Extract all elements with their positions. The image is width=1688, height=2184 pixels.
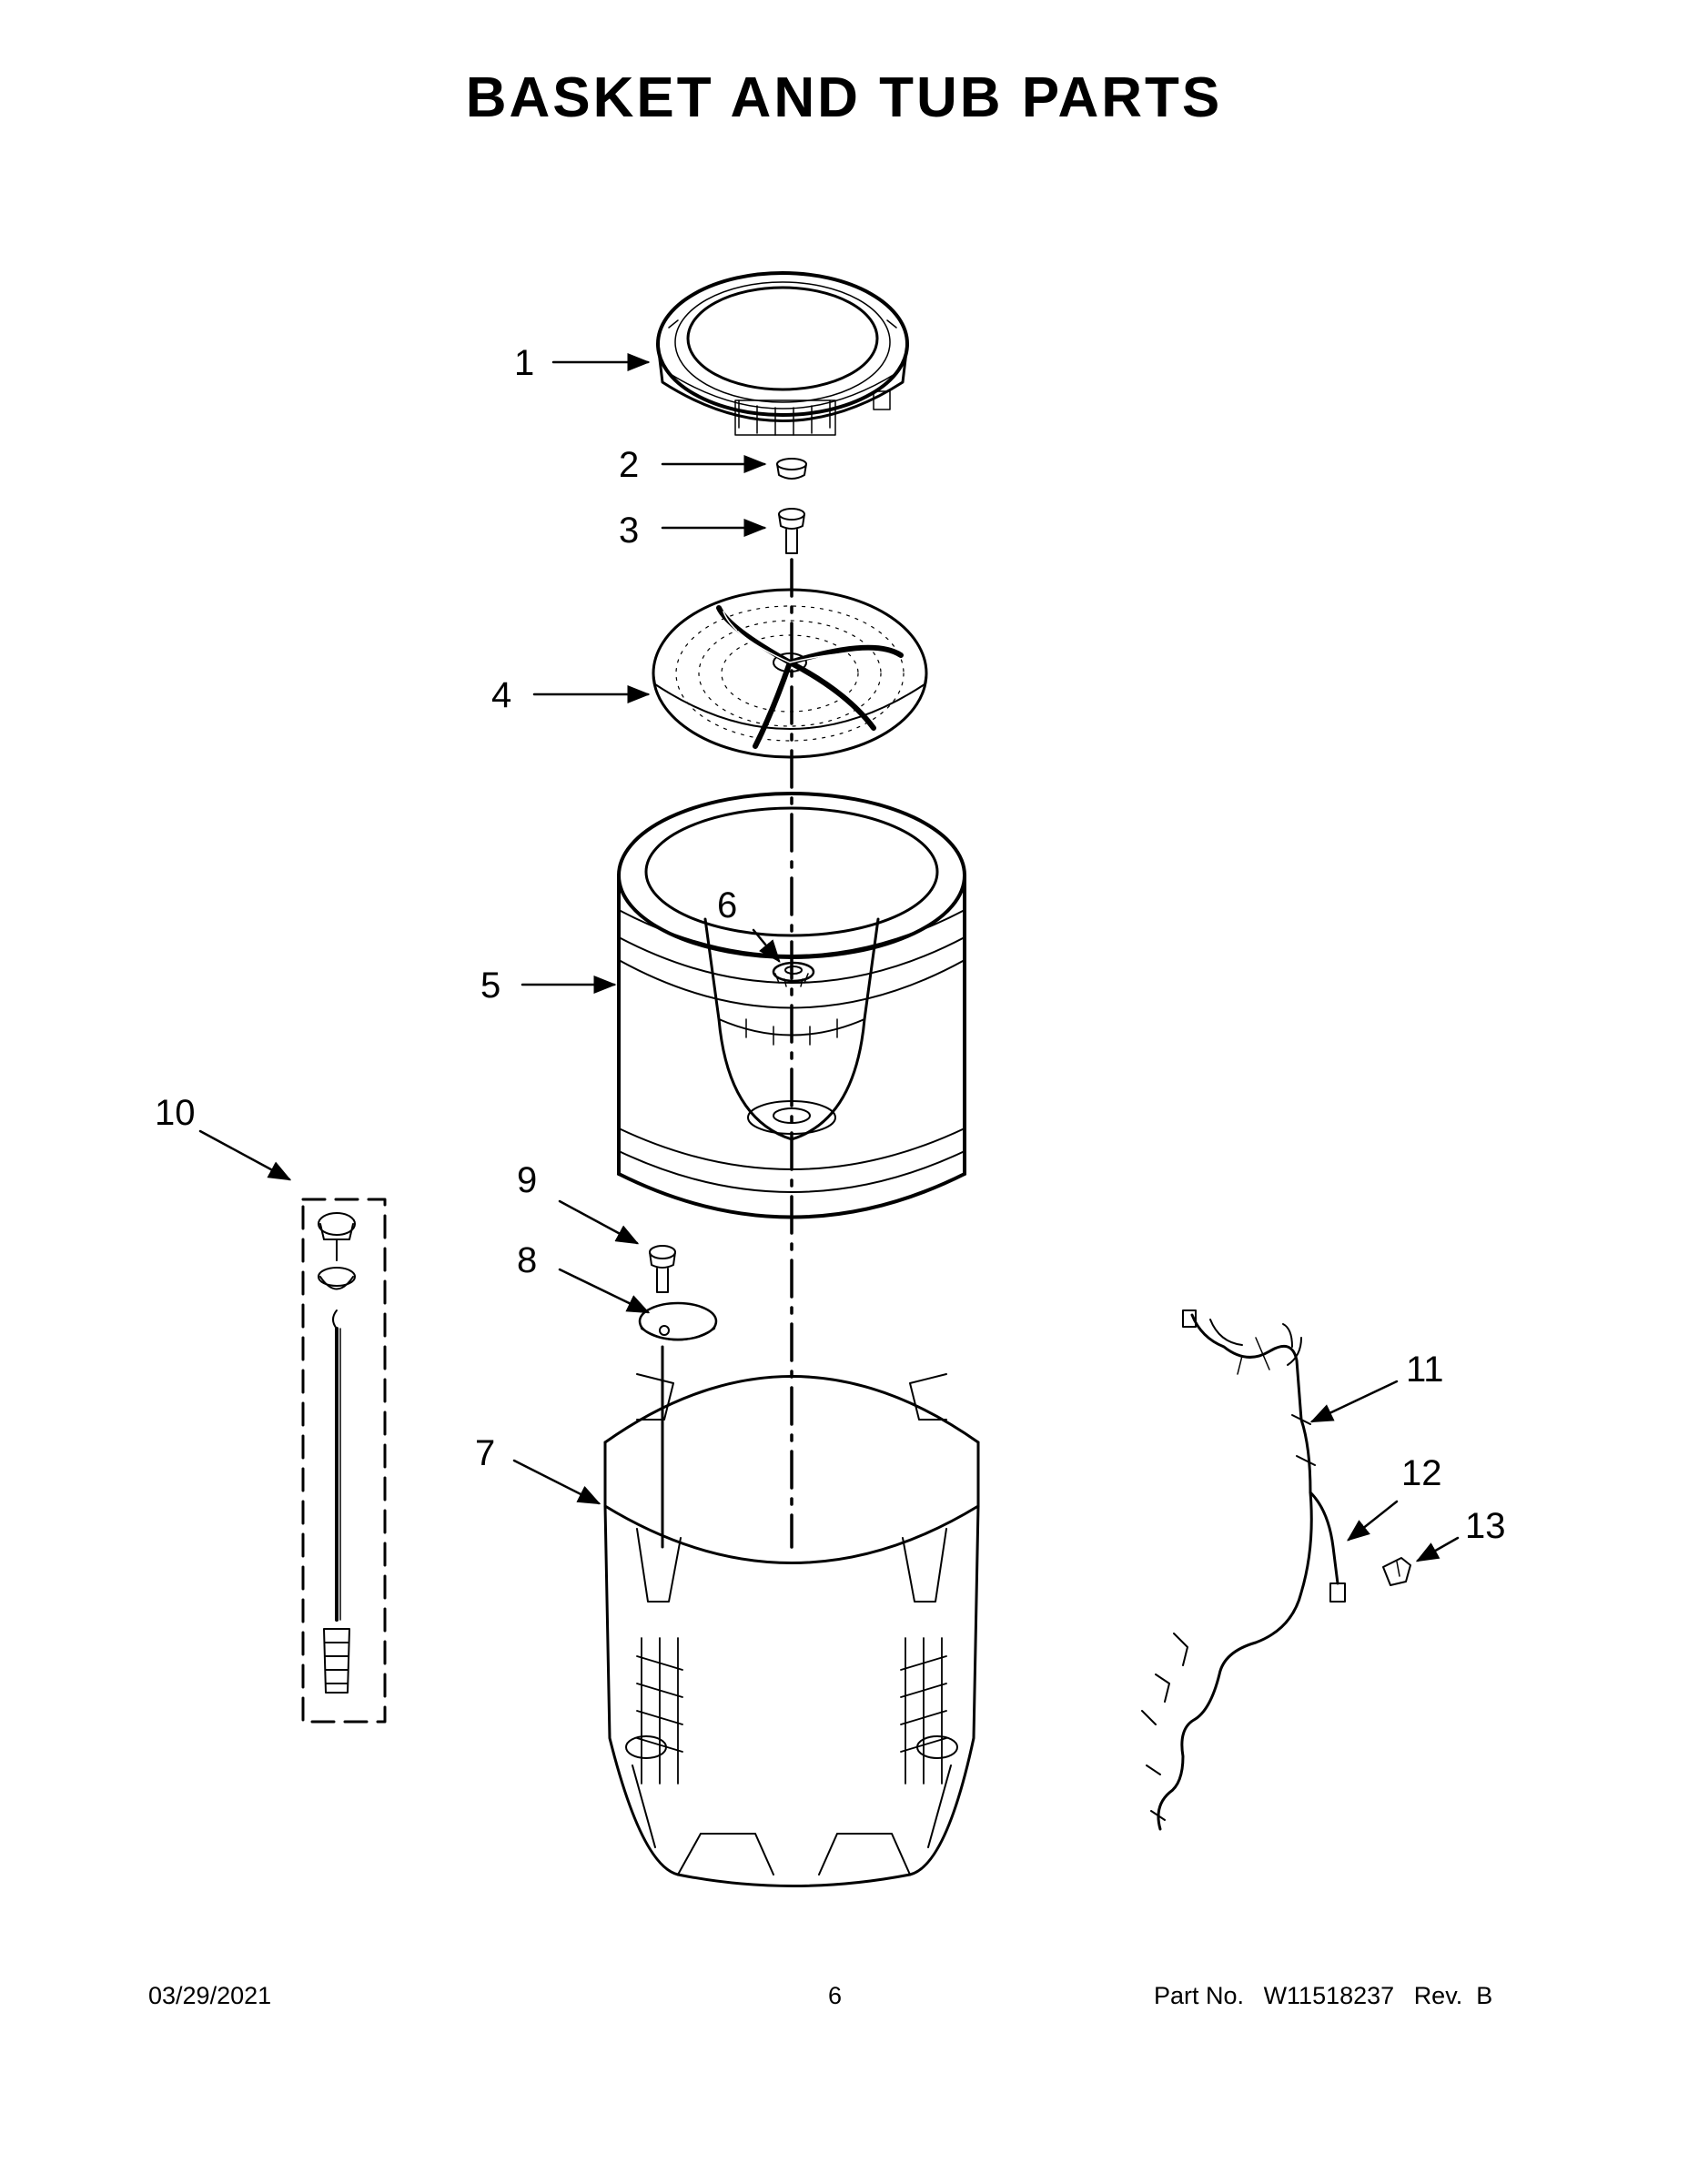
part-4-impeller xyxy=(652,588,928,759)
callout-4: 4 xyxy=(491,675,511,715)
callout-12: 12 xyxy=(1401,1453,1442,1493)
footer-part-number: W11518237 xyxy=(1263,1982,1395,2009)
callout-6: 6 xyxy=(717,885,737,925)
callout-8: 8 xyxy=(517,1240,537,1280)
footer-date: 03/29/2021 xyxy=(148,1982,272,2009)
callout-3: 3 xyxy=(619,511,639,551)
part-6-nut xyxy=(772,961,815,987)
part-11-wire-harness xyxy=(1141,1309,1316,1831)
callout-9: 9 xyxy=(517,1160,537,1200)
part-12-wire-harness xyxy=(1309,1491,1346,1603)
page-title: BASKET AND TUB PARTS xyxy=(465,66,1223,129)
footer-part-label: Part No. xyxy=(1154,1982,1245,2009)
part-8-bracket xyxy=(638,1301,718,1341)
footer-revision: Rev. B xyxy=(1413,1982,1493,2009)
callout-arrows xyxy=(198,353,1460,1562)
part-9-screw xyxy=(649,1245,676,1293)
part-10-suspension-rod xyxy=(301,1198,387,1724)
callout-2: 2 xyxy=(619,445,639,485)
callout-labels: 1 2 3 4 5 6 7 8 9 10 11 12 13 xyxy=(155,343,1506,1546)
footer-page-number: 6 xyxy=(828,1982,843,2009)
part-3-bolt xyxy=(778,508,805,554)
footer-part-info: Part No. W11518237 Rev. B xyxy=(1154,1982,1492,2010)
part-7-tub xyxy=(603,1373,980,1887)
callout-10: 10 xyxy=(155,1093,196,1133)
callout-5: 5 xyxy=(480,966,500,1006)
part-2-cap xyxy=(776,458,807,480)
callout-1: 1 xyxy=(514,343,534,383)
part-13-clip xyxy=(1382,1557,1411,1586)
callout-13: 13 xyxy=(1465,1506,1506,1546)
callout-7: 7 xyxy=(475,1433,495,1473)
callout-11: 11 xyxy=(1406,1350,1444,1390)
part-1-balance-ring xyxy=(656,271,909,436)
